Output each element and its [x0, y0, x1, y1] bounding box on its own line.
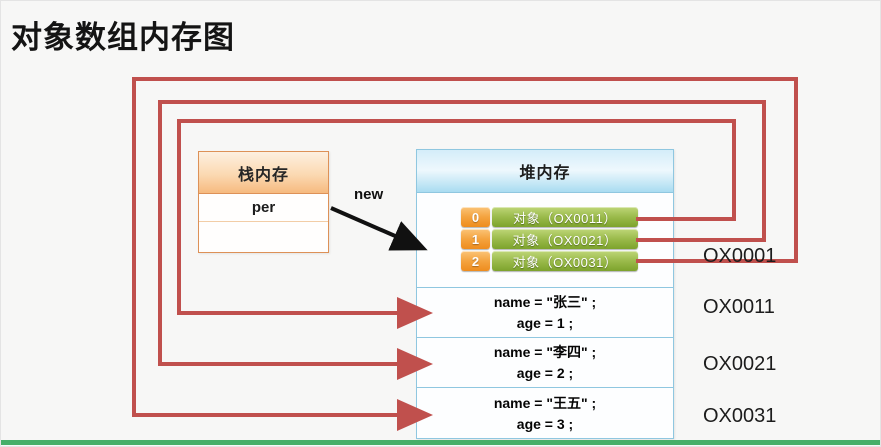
- array-element-row: 1 对象（OX0021）: [461, 229, 638, 249]
- object-age-line: age = 3 ;: [516, 415, 574, 432]
- address-label: OX0001: [703, 245, 777, 267]
- address-label: OX0011: [703, 296, 775, 318]
- object-name-line: name = "李四" ;: [493, 343, 597, 360]
- address-label: OX0031: [703, 405, 777, 427]
- bottom-accent-bar: [1, 440, 880, 445]
- heap-array-section: 0 对象（OX0011） 1 对象（OX0021） 2 对象（OX0031）: [417, 193, 673, 288]
- array-index-badge: 1: [461, 229, 490, 249]
- object-name-line: name = "王五" ;: [493, 394, 597, 411]
- stack-memory-box: 栈内存 per: [198, 151, 329, 253]
- array-element-row: 2 对象（OX0031）: [461, 251, 638, 271]
- object-age-line: age = 1 ;: [516, 314, 574, 331]
- heap-memory-header: 堆内存: [417, 150, 673, 193]
- heap-memory-box: 堆内存 0 对象（OX0011） 1 对象（OX0021） 2 对象（OX003…: [416, 149, 674, 439]
- array-object-ref: 对象（OX0031）: [492, 251, 638, 271]
- object-record: name = "王五" ; age = 3 ;: [417, 388, 673, 439]
- object-record: name = "张三" ; age = 1 ;: [417, 288, 673, 338]
- object-record: name = "李四" ; age = 2 ;: [417, 338, 673, 388]
- stack-variable-per: per: [199, 194, 328, 222]
- page-title: 对象数组内存图: [11, 20, 235, 55]
- stack-empty-row: [199, 222, 328, 251]
- object-age-line: age = 2 ;: [516, 364, 574, 381]
- array-object-ref: 对象（OX0021）: [492, 229, 638, 249]
- array-object-ref: 对象（OX0011）: [492, 207, 638, 227]
- new-arrow: [330, 206, 428, 251]
- array-index-badge: 2: [461, 251, 490, 271]
- new-arrow-label: new: [354, 186, 384, 203]
- array-element-row: 0 对象（OX0011）: [461, 207, 638, 227]
- stack-memory-header: 栈内存: [199, 152, 328, 194]
- object-name-line: name = "张三" ;: [493, 293, 597, 310]
- array-index-badge: 0: [461, 207, 490, 227]
- address-label: OX0021: [703, 353, 777, 375]
